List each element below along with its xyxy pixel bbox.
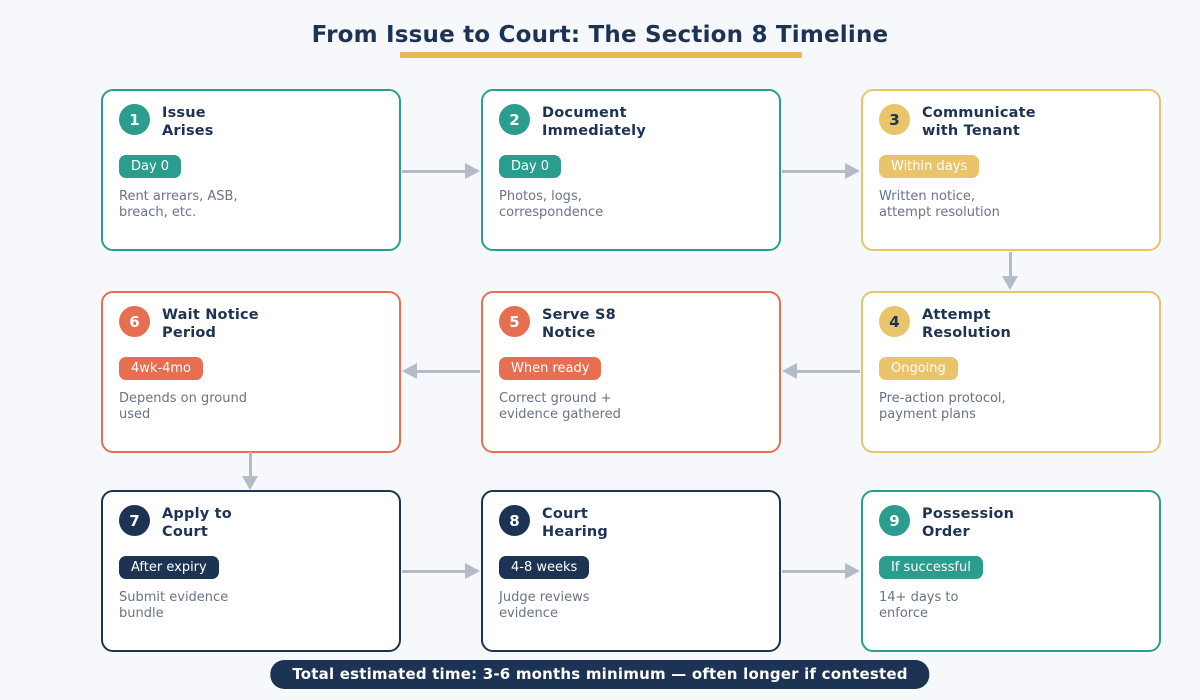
step-card-8: 8 Court Hearing 4-8 weeks Judge reviews … [481, 490, 781, 652]
step-title: Issue Arises [162, 105, 214, 139]
arrow-left-icon [402, 363, 417, 379]
step-number-badge: 2 [499, 104, 530, 135]
arrow-down-icon [242, 476, 258, 490]
step-description: Pre-action protocol, payment plans [879, 391, 1006, 422]
arrow-step3-to-step4 [1002, 252, 1018, 290]
step-card-header: 6 Wait Notice Period [119, 306, 383, 342]
step-description: Rent arrears, ASB, breach, etc. [119, 189, 238, 220]
step-description: Correct ground + evidence gathered [499, 391, 621, 422]
step-card-7: 7 Apply to Court After expiry Submit evi… [101, 490, 401, 652]
step-title: Document Immediately [542, 105, 646, 139]
step-duration-badge: When ready [499, 357, 602, 380]
step-card-3: 3 Communicate with Tenant Within days Wr… [861, 89, 1161, 251]
step-title: Court Hearing [542, 506, 608, 540]
step-card-header: 1 Issue Arises [119, 104, 383, 140]
arrow-step5-to-step6 [402, 363, 480, 379]
step-card-header: 3 Communicate with Tenant [879, 104, 1143, 140]
arrow-right-icon [465, 163, 480, 179]
step-number-badge: 1 [119, 104, 150, 135]
step-card-4: 4 Attempt Resolution Ongoing Pre-action … [861, 291, 1161, 453]
page-title: From Issue to Court: The Section 8 Timel… [311, 22, 889, 48]
step-description: Photos, logs, correspondence [499, 189, 604, 220]
step-duration-badge: 4-8 weeks [499, 556, 590, 579]
total-time-banner: Total estimated time: 3-6 months minimum… [270, 660, 930, 689]
arrow-right-icon [465, 563, 480, 579]
step-card-2: 2 Document Immediately Day 0 Photos, log… [481, 89, 781, 251]
step-description: Judge reviews evidence [499, 590, 590, 621]
step-card-6: 6 Wait Notice Period 4wk-4mo Depends on … [101, 291, 401, 453]
step-number-badge: 7 [119, 505, 150, 536]
step-card-9: 9 Possession Order If successful 14+ day… [861, 490, 1161, 652]
step-duration-badge: After expiry [119, 556, 219, 579]
step-number-badge: 4 [879, 306, 910, 337]
step-card-5: 5 Serve S8 Notice When ready Correct gro… [481, 291, 781, 453]
step-card-header: 8 Court Hearing [499, 505, 763, 541]
step-number-badge: 6 [119, 306, 150, 337]
arrow-step2-to-step3 [782, 163, 860, 179]
step-description: Depends on ground used [119, 391, 247, 422]
step-number-badge: 3 [879, 104, 910, 135]
arrow-step8-to-step9 [782, 563, 860, 579]
arrow-left-icon [782, 363, 797, 379]
step-description: Written notice, attempt resolution [879, 189, 1000, 220]
arrow-step7-to-step8 [402, 563, 480, 579]
arrow-right-icon [845, 563, 860, 579]
step-card-header: 5 Serve S8 Notice [499, 306, 763, 342]
step-card-header: 2 Document Immediately [499, 104, 763, 140]
step-number-badge: 5 [499, 306, 530, 337]
step-title: Wait Notice Period [162, 307, 259, 341]
step-number-badge: 9 [879, 505, 910, 536]
arrow-down-icon [1002, 276, 1018, 290]
step-duration-badge: Day 0 [119, 155, 182, 178]
step-card-1: 1 Issue Arises Day 0 Rent arrears, ASB, … [101, 89, 401, 251]
arrow-step4-to-step5 [782, 363, 860, 379]
step-title: Possession Order [922, 506, 1015, 540]
step-duration-badge: Within days [879, 155, 980, 178]
step-description: 14+ days to enforce [879, 590, 959, 621]
step-duration-badge: Day 0 [499, 155, 562, 178]
step-title: Serve S8 Notice [542, 307, 616, 341]
step-duration-badge: Ongoing [879, 357, 958, 380]
step-title: Apply to Court [162, 506, 232, 540]
title-underline [400, 52, 802, 58]
step-title: Communicate with Tenant [922, 105, 1036, 139]
arrow-right-icon [845, 163, 860, 179]
step-card-header: 9 Possession Order [879, 505, 1143, 541]
arrow-step1-to-step2 [402, 163, 480, 179]
step-card-header: 4 Attempt Resolution [879, 306, 1143, 342]
step-description: Submit evidence bundle [119, 590, 229, 621]
step-number-badge: 8 [499, 505, 530, 536]
step-duration-badge: If successful [879, 556, 983, 579]
step-title: Attempt Resolution [922, 307, 1012, 341]
step-card-header: 7 Apply to Court [119, 505, 383, 541]
step-duration-badge: 4wk-4mo [119, 357, 204, 380]
arrow-step6-to-step7 [242, 452, 258, 490]
